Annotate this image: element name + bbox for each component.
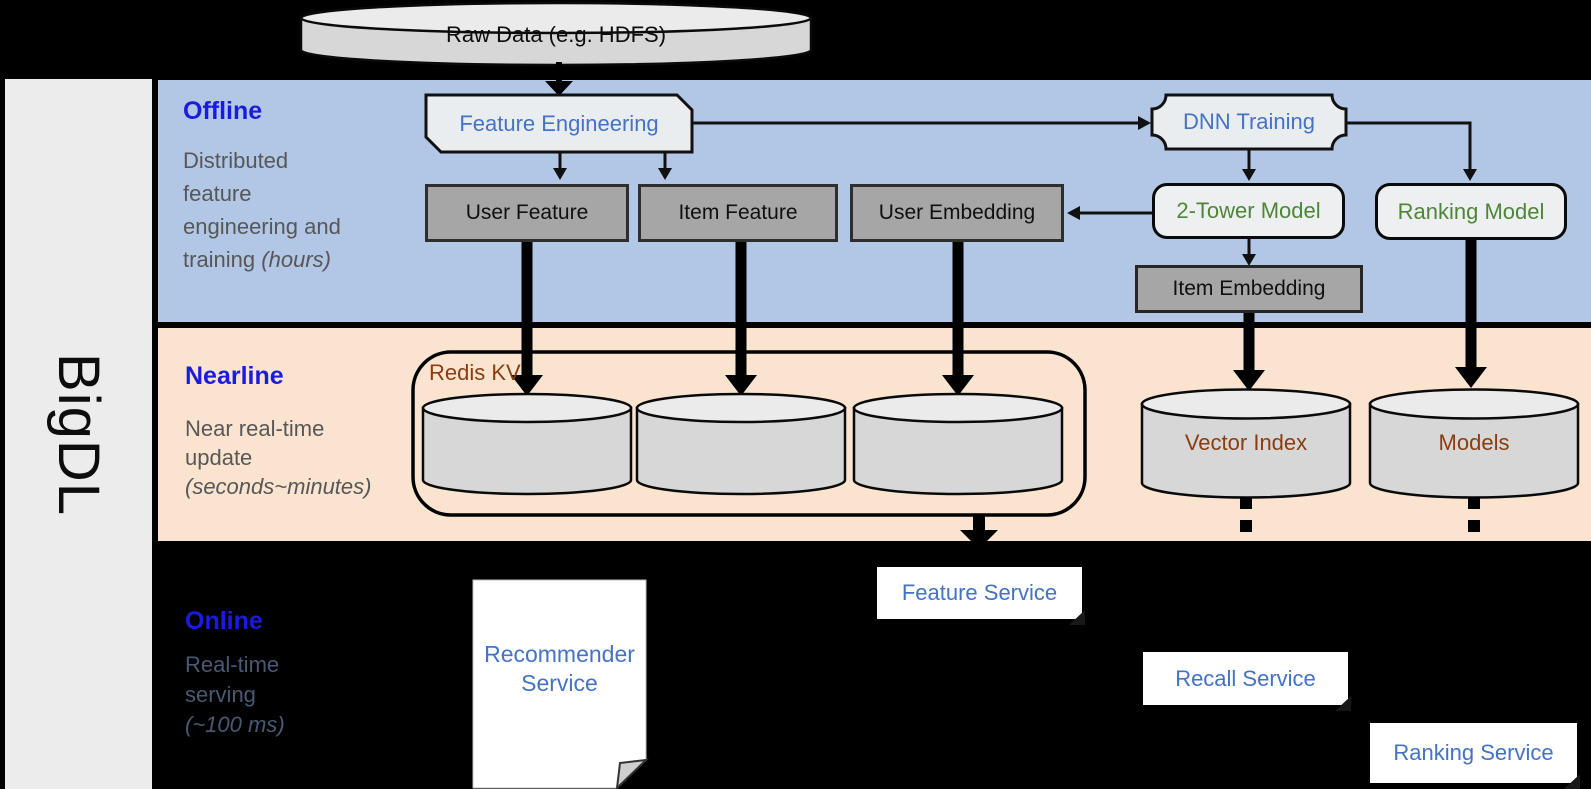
document-fold-corner — [615, 758, 649, 789]
models-label: Models — [1438, 430, 1510, 455]
dnn-training-shape — [1150, 93, 1348, 151]
nearline-section-description: Near real-time update (seconds~minutes) — [185, 414, 371, 501]
feature-engineering-label: Feature Engineering — [459, 110, 659, 136]
online-section-description: Real-time serving (~100 ms) — [185, 650, 285, 740]
arrow-fe-to-item-feature — [658, 152, 672, 180]
models-cylinder — [1368, 388, 1580, 499]
raw-data-label: Raw Data (e.g. HDFS) — [445, 22, 667, 47]
recommender-service-document — [472, 579, 649, 789]
item-embedding-box: Item Embedding — [1135, 265, 1363, 313]
offline-section-description: Distributed feature engineering and trai… — [183, 144, 341, 276]
arrow-dnn-to-two-tower — [1242, 149, 1256, 181]
ranking-model-box: Ranking Model — [1375, 183, 1567, 240]
online-section-title: Online — [185, 607, 263, 635]
pipe-item-embedding-to-vector-index — [1233, 313, 1265, 391]
pipe-item-feature-to-redis — [725, 242, 757, 396]
user-feature-box: User Feature — [425, 184, 629, 242]
recommender-service-label: Recommender Service — [473, 640, 646, 698]
vector-index-cylinder — [1140, 388, 1352, 499]
two-tower-model-label: 2-Tower Model — [1176, 198, 1321, 223]
nearline-section-title: Nearline — [185, 362, 284, 390]
vector-index-label: Vector Index — [1184, 430, 1308, 455]
online-desc-line1: Real-time — [185, 652, 280, 677]
ranking-service-box: Ranking Service — [1370, 723, 1580, 789]
two-tower-model-box: 2-Tower Model — [1152, 183, 1345, 239]
user-embedding-box: User Embedding — [850, 184, 1064, 242]
arrow-fe-to-user-feature — [553, 152, 567, 180]
recommender-label-line1: Recommender — [484, 641, 635, 667]
offline-desc-line3: engineering and — [183, 214, 341, 239]
online-desc-line2: serving — [185, 682, 256, 707]
redis-kv-label: Redis KV — [429, 360, 521, 385]
item-feature-box: Item Feature — [638, 184, 838, 242]
raw-data-cylinder — [299, 1, 813, 67]
feature-service-label: Feature Service — [901, 580, 1058, 605]
online-desc-line3: (~100 ms) — [185, 712, 285, 737]
offline-desc-line4: training (hours) — [183, 247, 331, 272]
recall-service-box: Recall Service — [1143, 652, 1351, 711]
pipe-ranking-model-to-models — [1455, 240, 1487, 388]
offline-section-title: Offline — [183, 97, 263, 125]
arrow-two-tower-to-user-embedding — [1067, 206, 1152, 220]
item-feature-label: Item Feature — [678, 201, 798, 224]
redis-cylinder-3 — [852, 392, 1064, 496]
recommender-label-line2: Service — [521, 670, 598, 696]
arrow-rawdata-to-feature-engineering — [545, 62, 573, 96]
item-embedding-label: Item Embedding — [1172, 277, 1326, 300]
bigdl-sidebar: BigDL — [5, 79, 152, 789]
feature-engineering-shape — [424, 93, 694, 154]
nearline-desc-line3: (seconds~minutes) — [185, 474, 372, 499]
redis-kv-container — [411, 350, 1087, 517]
ranking-model-label: Ranking Model — [1397, 198, 1545, 224]
arrow-two-tower-to-item-embedding — [1242, 239, 1256, 266]
dnn-training-label: DNN Training — [1182, 109, 1316, 134]
arrow-fe-to-dnn — [692, 116, 1151, 130]
redis-cylinder-2 — [635, 392, 847, 496]
feature-service-box: Feature Service — [877, 567, 1085, 625]
recall-service-label: Recall Service — [1175, 665, 1316, 691]
offline-desc-line2: feature — [183, 181, 252, 206]
nearline-desc-line2: update — [185, 445, 253, 470]
offline-desc-line1: Distributed — [183, 148, 289, 173]
redis-cylinder-1 — [421, 392, 633, 496]
nearline-desc-line1: Near real-time — [185, 416, 325, 441]
arrow-dnn-to-ranking-model — [1346, 121, 1477, 181]
user-feature-label: User Feature — [465, 201, 589, 224]
arrow-redis-to-feature-service — [960, 515, 998, 549]
pipe-user-embedding-to-redis — [942, 242, 974, 396]
user-embedding-label: User Embedding — [878, 201, 1036, 224]
ranking-service-label: Ranking Service — [1393, 740, 1554, 765]
